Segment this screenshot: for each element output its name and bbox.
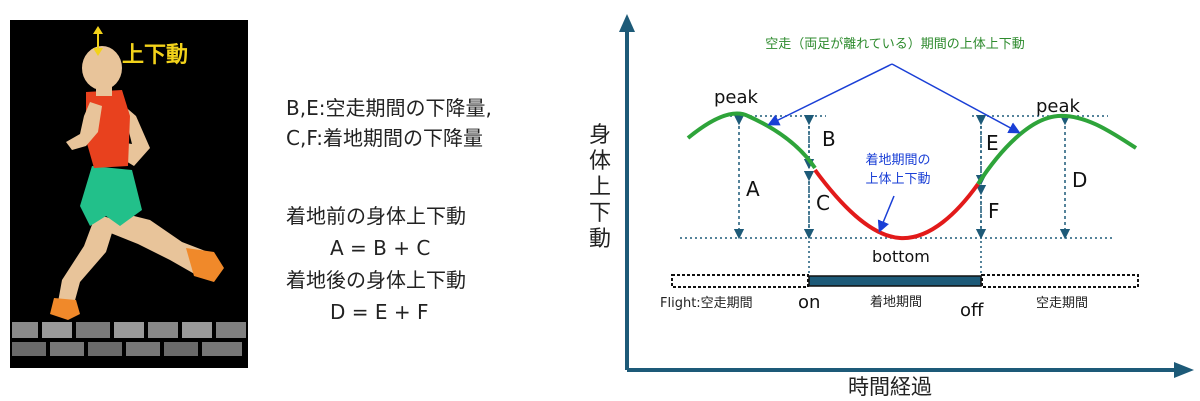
annotation-arrows xyxy=(767,63,1021,233)
y-axis-label: 身 体 上 下 動 xyxy=(589,123,611,252)
phase-right-label: 空走期間 xyxy=(1036,296,1088,311)
y-axis-char: 上 xyxy=(589,175,611,200)
y-axis-char: 身 xyxy=(589,123,611,148)
label-c: C xyxy=(816,191,830,215)
explanation-formula-d: D = E + F xyxy=(330,300,429,324)
landing-annotation-line1: 着地期間の xyxy=(865,152,930,168)
y-axis-char: 動 xyxy=(589,227,611,252)
peak-right-label: peak xyxy=(1036,96,1081,117)
explanation-formula-a: A = B + C xyxy=(330,236,431,260)
up-down-arrow-icon xyxy=(93,26,103,56)
y-axis-char: 体 xyxy=(589,149,611,174)
explanation-line-1: B,E:空走期間の下降量, xyxy=(286,96,492,120)
x-axis-label: 時間経過 xyxy=(848,375,932,399)
bottom-label: bottom xyxy=(872,247,930,266)
dimension-arrows xyxy=(733,114,1071,240)
phase-left-label: Flight:空走期間 xyxy=(660,296,753,311)
runner-label: 上下動 xyxy=(122,43,188,68)
x-axis-arrow-icon xyxy=(1174,362,1194,378)
label-d: D xyxy=(1072,168,1087,192)
explanation-line-5: 着地後の身体上下動 xyxy=(286,268,466,292)
off-label: off xyxy=(960,300,984,321)
landing-annotation-line2: 上体上下動 xyxy=(865,172,930,187)
label-f: F xyxy=(988,199,1000,223)
y-axis-arrow-icon xyxy=(619,14,635,32)
label-b: B xyxy=(822,127,836,151)
peak-left-label: peak xyxy=(714,87,759,108)
phase-mid-label: 着地期間 xyxy=(870,294,922,310)
flight-curve-left xyxy=(686,111,817,170)
runner-figure xyxy=(50,46,224,320)
y-axis-char: 下 xyxy=(589,201,611,226)
runner-image: 上下動 xyxy=(10,20,248,368)
label-e: E xyxy=(986,131,999,155)
landing-curve xyxy=(813,168,980,241)
phase-bar xyxy=(671,274,1139,288)
explanation-line-2: C,F:着地期間の下降量 xyxy=(286,126,484,150)
treadmill xyxy=(12,322,246,356)
explanation-line-3: 着地前の身体上下動 xyxy=(286,204,466,228)
flight-annotation: 空走（両足が離れている）期間の上体上下動 xyxy=(765,37,1025,52)
vertical-motion-diagram: 身 体 上 下 動 時間経過 空走（両足が離れている）期間の上体上下動 着地期間… xyxy=(589,14,1194,399)
flight-curve-right xyxy=(976,113,1138,186)
label-a: A xyxy=(746,177,760,201)
axes xyxy=(619,14,1194,378)
on-label: on xyxy=(798,292,820,313)
